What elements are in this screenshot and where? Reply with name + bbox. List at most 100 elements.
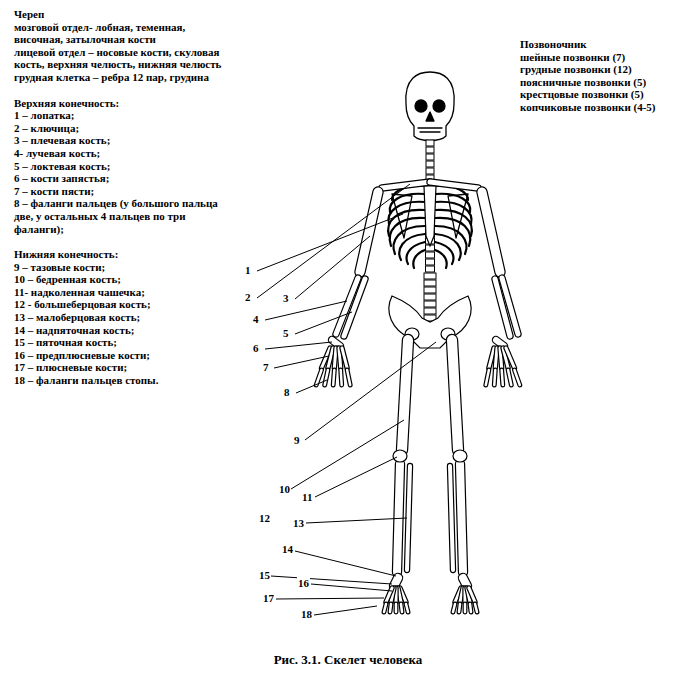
vertebra bbox=[426, 168, 434, 174]
bone bbox=[460, 464, 463, 572]
bone-outline bbox=[333, 370, 334, 385]
bone bbox=[394, 578, 398, 586]
bone-outline bbox=[401, 604, 402, 612]
bone-outline bbox=[495, 279, 510, 336]
legend-line: копчиковые позвонки (4-5) bbox=[520, 101, 690, 114]
callout-number: 1 bbox=[244, 264, 252, 276]
legend-line: 7 – кости пясти; bbox=[14, 185, 236, 198]
bone-outline bbox=[452, 340, 458, 450]
bone bbox=[430, 182, 478, 188]
bone bbox=[469, 588, 475, 602]
legend-line: мозговой отдел- лобная, теменная, височн… bbox=[14, 21, 236, 46]
bone bbox=[339, 370, 342, 385]
bone bbox=[514, 370, 519, 385]
bone bbox=[406, 604, 408, 612]
bone-outline bbox=[453, 604, 455, 612]
text-column: Позвоночникшейные позвонки (7)грудные по… bbox=[520, 38, 690, 114]
legend-line: 12 - большеберцовая кость; bbox=[14, 298, 236, 311]
bone-outline bbox=[430, 182, 478, 188]
bone-outline bbox=[325, 370, 328, 385]
bone bbox=[459, 604, 460, 612]
section-heading: Череп bbox=[14, 8, 236, 21]
legend-line: шейные позвонки (7) bbox=[520, 51, 690, 64]
bone bbox=[334, 348, 336, 368]
bone bbox=[342, 348, 347, 368]
vertebra bbox=[426, 259, 435, 265]
bone bbox=[495, 348, 497, 368]
callout-number: 6 bbox=[252, 342, 260, 354]
bone-outline bbox=[502, 370, 503, 385]
bone-outline bbox=[347, 370, 350, 385]
bone bbox=[502, 370, 503, 385]
bone-outline bbox=[390, 604, 391, 612]
bone-outline bbox=[495, 348, 497, 368]
bone-outline bbox=[332, 340, 340, 346]
vertebra bbox=[424, 301, 436, 307]
legend-line: 9 – тазовые кости; bbox=[14, 261, 236, 274]
bone bbox=[395, 604, 398, 612]
legend-line: 18 – фаланги пальцев стопы. bbox=[14, 374, 236, 387]
callout-number: 11 bbox=[301, 491, 313, 503]
bone bbox=[493, 370, 496, 385]
bone bbox=[384, 604, 386, 612]
bone bbox=[508, 370, 511, 385]
callout-number: 3 bbox=[282, 292, 290, 304]
bone bbox=[333, 370, 334, 385]
bone bbox=[402, 340, 408, 450]
legend-line: 4- лучевая кость; bbox=[14, 147, 236, 160]
legend-line: 17 – плюсневые кости; bbox=[14, 361, 236, 374]
vertebra bbox=[426, 154, 434, 160]
bone-outline bbox=[506, 348, 514, 368]
legend-line: 16 – предплюсневые кости; bbox=[14, 349, 236, 362]
bone-outline bbox=[463, 604, 468, 612]
bone-outline bbox=[469, 588, 475, 602]
text-column: Черепмозговой отдел- лобная, теменная, в… bbox=[14, 8, 236, 387]
bone-outline bbox=[394, 578, 398, 586]
bone-outline bbox=[402, 340, 408, 450]
bone-outline bbox=[460, 464, 463, 572]
callout-number: 15 bbox=[258, 569, 271, 581]
vertebra bbox=[424, 308, 436, 314]
knee-cap bbox=[393, 450, 407, 462]
callout-number: 5 bbox=[282, 327, 290, 339]
legend-line: крестцовые позвонки (5) bbox=[520, 88, 690, 101]
vertebra bbox=[424, 294, 436, 300]
knee-cap bbox=[453, 450, 467, 462]
figure-caption: Рис. 3.1. Скелет человека bbox=[0, 652, 696, 668]
legend-line: 6 – кости запястья; bbox=[14, 172, 236, 185]
legend-line: 11- надколенная чашечка; bbox=[14, 286, 236, 299]
legend-line: 14 – надпяточная кость; bbox=[14, 324, 236, 337]
bone-outline bbox=[482, 192, 500, 272]
callout-number: 13 bbox=[292, 517, 305, 529]
legend-line: 1 – лопатка; bbox=[14, 109, 236, 122]
vertebra bbox=[424, 287, 436, 293]
bone-outline bbox=[450, 466, 453, 570]
callout-number: 4 bbox=[252, 313, 260, 325]
bone bbox=[360, 192, 378, 272]
bone bbox=[347, 370, 350, 385]
bone-outline bbox=[459, 604, 460, 612]
bone bbox=[407, 466, 410, 570]
callout-number: 8 bbox=[283, 386, 291, 398]
bone-outline bbox=[475, 604, 477, 612]
callout-number: 7 bbox=[262, 361, 270, 373]
bone-outline bbox=[360, 192, 378, 272]
bone bbox=[486, 370, 489, 385]
legend-line: 8 – фаланги пальцев (у большого пальца д… bbox=[14, 197, 236, 235]
callout-number: 2 bbox=[244, 291, 252, 303]
legend-line: грудные позвонки (12) bbox=[520, 63, 690, 76]
bone bbox=[390, 604, 391, 612]
bone bbox=[463, 578, 467, 586]
bone bbox=[344, 279, 365, 336]
legend-line: 10 – бедренная кость; bbox=[14, 273, 236, 286]
bone bbox=[450, 466, 453, 570]
section-heading: Нижняя конечность: bbox=[14, 248, 236, 261]
vertebra bbox=[424, 280, 436, 286]
legend-line: 2 – ключица; bbox=[14, 122, 236, 135]
bone-outline bbox=[334, 348, 336, 368]
bone-outline bbox=[463, 578, 467, 586]
callout-number: 9 bbox=[293, 434, 301, 446]
bone bbox=[506, 348, 514, 368]
legend-line: 15 – пяточная кость; bbox=[14, 336, 236, 349]
callout-number: 18 bbox=[300, 608, 313, 620]
